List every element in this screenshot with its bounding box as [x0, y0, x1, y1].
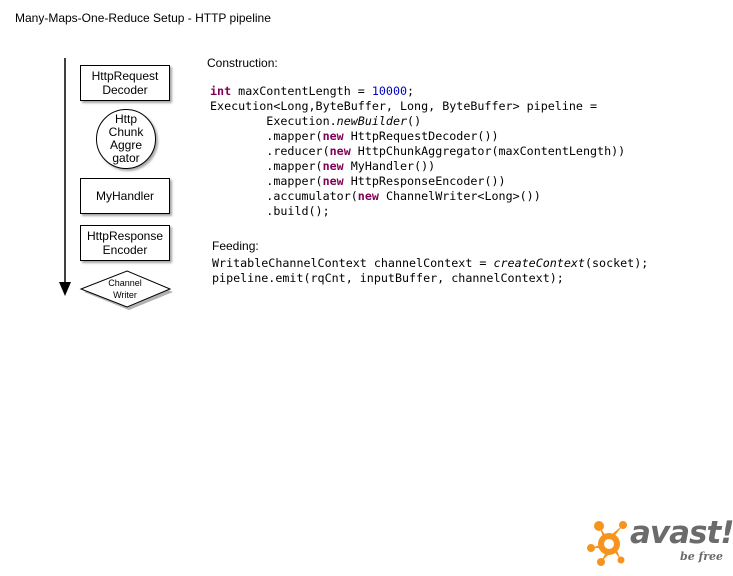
code-token: (socket);	[584, 256, 649, 270]
code-token: .build();	[210, 204, 330, 218]
avast-tagline: be free	[680, 550, 724, 563]
encoder-label-line-2: Encoder	[102, 243, 148, 257]
channel-writer-node	[79, 270, 173, 310]
code-line: int maxContentLength = 10000;	[210, 84, 414, 98]
code-token: maxContentLength =	[231, 84, 372, 98]
flow-direction-arrow	[59, 58, 71, 296]
code-line: pipeline.emit(rqCnt, inputBuffer, channe…	[212, 271, 564, 285]
code-line: .mapper(new HttpResponseEncoder())	[210, 174, 506, 188]
handler-label: MyHandler	[95, 189, 155, 203]
code-line: .build();	[210, 204, 330, 218]
avast-orange-splat-icon	[587, 521, 627, 566]
code-token: .reducer(	[210, 144, 330, 158]
code-line: .mapper(new HttpRequestDecoder())	[210, 129, 499, 143]
avast-brand-wordmark: avast!	[630, 515, 733, 551]
page-title: Many-Maps-One-Reduce Setup - HTTP pipeli…	[15, 11, 271, 25]
code-token: HttpResponseEncoder())	[343, 174, 506, 188]
code-token: HttpRequestDecoder())	[343, 129, 499, 143]
feeding-label: Feeding:	[212, 239, 259, 253]
code-token: ChannelWriter<Long>())	[378, 189, 541, 203]
encoder-label-line-1: HttpResponse	[86, 229, 164, 243]
http-request-decoder-node: HttpRequest Decoder	[80, 65, 170, 101]
decoder-label-line-2: Decoder	[102, 83, 148, 97]
code-token: pipeline.emit(rqCnt, inputBuffer, channe…	[212, 271, 564, 285]
code-token: new	[322, 174, 344, 188]
aggregator-label-line-4: gator	[112, 151, 140, 165]
code-token: .accumulator(	[210, 189, 358, 203]
code-token: new	[322, 159, 344, 173]
construction-code-block: int maxContentLength = 10000; Execution<…	[210, 84, 625, 219]
code-token: Execution<Long,ByteBuffer, Long, ByteBuf…	[210, 99, 598, 113]
code-token: new	[357, 189, 379, 203]
construction-label: Construction:	[207, 56, 278, 70]
code-line: .reducer(new HttpChunkAggregator(maxCont…	[210, 144, 625, 158]
code-line: WritableChannelContext channelContext = …	[212, 256, 648, 270]
code-token: HttpChunkAggregator(maxContentLength))	[350, 144, 626, 158]
http-chunk-aggregator-node: Http Chunk Aggre gator	[96, 109, 156, 169]
code-token: int	[210, 84, 232, 98]
aggregator-label-line-3: Aggre	[109, 138, 143, 152]
aggregator-label-line-2: Chunk	[108, 125, 144, 139]
writer-label-line-2: Writer	[113, 290, 137, 300]
code-line: Execution.newBuilder()	[210, 114, 421, 128]
channel-writer-label: Channel Writer	[79, 277, 171, 301]
code-token: .mapper(	[210, 159, 323, 173]
decoder-label-line-1: HttpRequest	[91, 69, 159, 83]
code-token: new	[322, 129, 344, 143]
my-handler-node: MyHandler	[80, 178, 170, 214]
code-token: createContext	[493, 256, 585, 270]
feeding-code-block: WritableChannelContext channelContext = …	[212, 256, 648, 286]
code-token: ;	[407, 84, 415, 98]
code-token: ()	[407, 114, 422, 128]
code-token: MyHandler())	[343, 159, 436, 173]
code-token: newBuilder	[336, 114, 408, 128]
code-token: 10000	[371, 84, 408, 98]
aggregator-label-line-1: Http	[114, 112, 137, 126]
code-line: .mapper(new MyHandler())	[210, 159, 435, 173]
http-response-encoder-node: HttpResponse Encoder	[80, 225, 170, 261]
code-line: .accumulator(new ChannelWriter<Long>())	[210, 189, 541, 203]
code-token: WritableChannelContext channelContext =	[212, 256, 494, 270]
code-token: Execution.	[210, 114, 337, 128]
code-token: .mapper(	[210, 174, 323, 188]
code-line: Execution<Long,ByteBuffer, Long, ByteBuf…	[210, 99, 597, 113]
code-token: new	[329, 144, 351, 158]
writer-label-line-1: Channel	[108, 278, 142, 288]
code-token: .mapper(	[210, 129, 323, 143]
